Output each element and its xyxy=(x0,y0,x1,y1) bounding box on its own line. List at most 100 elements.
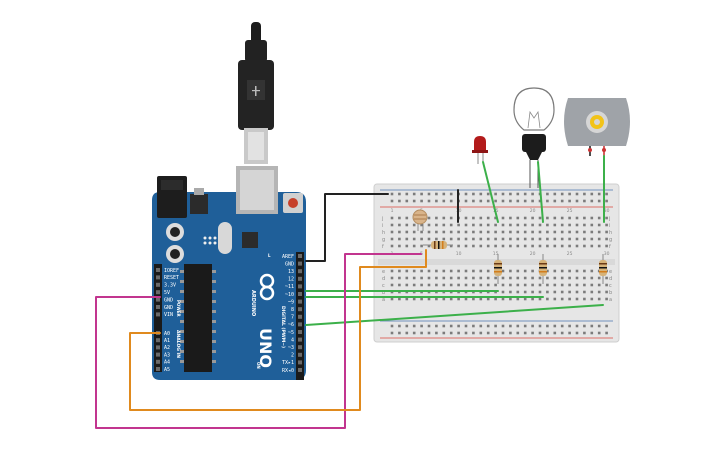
breadboard-hole[interactable] xyxy=(553,276,557,280)
breadboard-hole[interactable] xyxy=(538,237,542,241)
breadboard-hole[interactable] xyxy=(420,230,423,234)
breadboard-hole[interactable] xyxy=(486,244,490,248)
breadboard-hole[interactable] xyxy=(575,237,579,241)
breadboard-hole[interactable] xyxy=(516,244,520,248)
breadboard-hole[interactable] xyxy=(553,192,557,196)
breadboard-hole[interactable] xyxy=(464,269,468,273)
breadboard-hole[interactable] xyxy=(590,216,594,220)
breadboard-hole[interactable] xyxy=(531,223,534,227)
breadboard-hole[interactable] xyxy=(568,216,571,220)
breadboard-hole[interactable] xyxy=(538,324,542,328)
breadboard-hole[interactable] xyxy=(553,223,557,227)
breadboard-hole[interactable] xyxy=(398,283,401,287)
breadboard-hole[interactable] xyxy=(560,269,564,273)
breadboard-hole[interactable] xyxy=(420,283,423,287)
breadboard-hole[interactable] xyxy=(398,244,401,248)
breadboard-hole[interactable] xyxy=(538,283,542,287)
breadboard-hole[interactable] xyxy=(405,244,409,248)
breadboard-hole[interactable] xyxy=(494,199,497,203)
breadboard-hole[interactable] xyxy=(583,216,586,220)
resistor[interactable] xyxy=(599,254,607,284)
breadboard-hole[interactable] xyxy=(398,324,401,328)
breadboard-hole[interactable] xyxy=(457,244,460,248)
breadboard-hole[interactable] xyxy=(412,244,416,248)
breadboard-hole[interactable] xyxy=(442,230,446,234)
breadboard-hole[interactable] xyxy=(435,192,438,196)
breadboard-hole[interactable] xyxy=(583,269,586,273)
breadboard-hole[interactable] xyxy=(523,230,527,234)
breadboard-hole[interactable] xyxy=(590,192,594,196)
breadboard-hole[interactable] xyxy=(523,199,527,203)
breadboard-hole[interactable] xyxy=(435,199,438,203)
breadboard-hole[interactable] xyxy=(531,199,534,203)
breadboard-hole[interactable] xyxy=(427,297,431,301)
breadboard-hole[interactable] xyxy=(472,216,475,220)
breadboard-hole[interactable] xyxy=(449,276,453,280)
breadboard-hole[interactable] xyxy=(568,297,571,301)
breadboard-hole[interactable] xyxy=(583,237,586,241)
breadboard-hole[interactable] xyxy=(575,290,579,294)
breadboard-hole[interactable] xyxy=(390,324,394,328)
breadboard-hole[interactable] xyxy=(583,290,586,294)
breadboard-hole[interactable] xyxy=(590,199,594,203)
breadboard-hole[interactable] xyxy=(531,283,534,287)
breadboard-hole[interactable] xyxy=(509,276,512,280)
breadboard-hole[interactable] xyxy=(605,276,608,280)
header-pin[interactable] xyxy=(298,292,302,296)
breadboard-hole[interactable] xyxy=(472,223,475,227)
breadboard-hole[interactable] xyxy=(531,269,534,273)
header-pin[interactable] xyxy=(156,312,160,317)
breadboard-hole[interactable] xyxy=(464,331,468,335)
breadboard-hole[interactable] xyxy=(457,223,460,227)
breadboard-hole[interactable] xyxy=(597,230,601,234)
breadboard-hole[interactable] xyxy=(457,230,460,234)
breadboard-hole[interactable] xyxy=(605,331,608,335)
breadboard-hole[interactable] xyxy=(405,237,409,241)
breadboard-hole[interactable] xyxy=(412,324,416,328)
breadboard-hole[interactable] xyxy=(494,283,497,287)
header-pin[interactable] xyxy=(298,254,302,258)
breadboard-hole[interactable] xyxy=(472,199,475,203)
breadboard-hole[interactable] xyxy=(560,331,564,335)
header-pin[interactable] xyxy=(156,305,160,309)
header-pin[interactable] xyxy=(298,337,302,342)
breadboard-hole[interactable] xyxy=(479,331,483,335)
breadboard-hole[interactable] xyxy=(516,290,520,294)
breadboard-hole[interactable] xyxy=(553,216,557,220)
breadboard-hole[interactable] xyxy=(501,244,505,248)
breadboard-hole[interactable] xyxy=(494,324,497,328)
breadboard-hole[interactable] xyxy=(516,237,520,241)
breadboard-hole[interactable] xyxy=(486,199,490,203)
header-pin[interactable] xyxy=(156,282,160,287)
breadboard-hole[interactable] xyxy=(398,331,401,335)
wire-5v[interactable] xyxy=(95,253,422,429)
breadboard-hole[interactable] xyxy=(427,283,431,287)
breadboard-hole[interactable] xyxy=(427,244,431,248)
breadboard-hole[interactable] xyxy=(486,331,490,335)
breadboard-hole[interactable] xyxy=(472,237,475,241)
breadboard-hole[interactable] xyxy=(405,269,409,273)
breadboard-hole[interactable] xyxy=(516,283,520,287)
breadboard-hole[interactable] xyxy=(390,269,394,273)
breadboard-hole[interactable] xyxy=(516,331,520,335)
breadboard-hole[interactable] xyxy=(464,276,468,280)
breadboard-hole[interactable] xyxy=(449,237,453,241)
breadboard-hole[interactable] xyxy=(583,244,586,248)
breadboard-hole[interactable] xyxy=(546,244,549,248)
header-pin[interactable] xyxy=(298,322,302,327)
breadboard-hole[interactable] xyxy=(531,192,534,196)
breadboard-hole[interactable] xyxy=(568,269,571,273)
breadboard-hole[interactable] xyxy=(442,223,446,227)
breadboard-hole[interactable] xyxy=(509,230,512,234)
breadboard-hole[interactable] xyxy=(546,223,549,227)
breadboard-hole[interactable] xyxy=(427,331,431,335)
breadboard-hole[interactable] xyxy=(479,199,483,203)
breadboard-hole[interactable] xyxy=(464,244,468,248)
breadboard-hole[interactable] xyxy=(605,192,608,196)
breadboard-hole[interactable] xyxy=(568,290,571,294)
breadboard-hole[interactable] xyxy=(516,276,520,280)
breadboard-hole[interactable] xyxy=(575,216,579,220)
breadboard-hole[interactable] xyxy=(442,192,446,196)
breadboard-hole[interactable] xyxy=(597,244,601,248)
breadboard-hole[interactable] xyxy=(597,199,601,203)
